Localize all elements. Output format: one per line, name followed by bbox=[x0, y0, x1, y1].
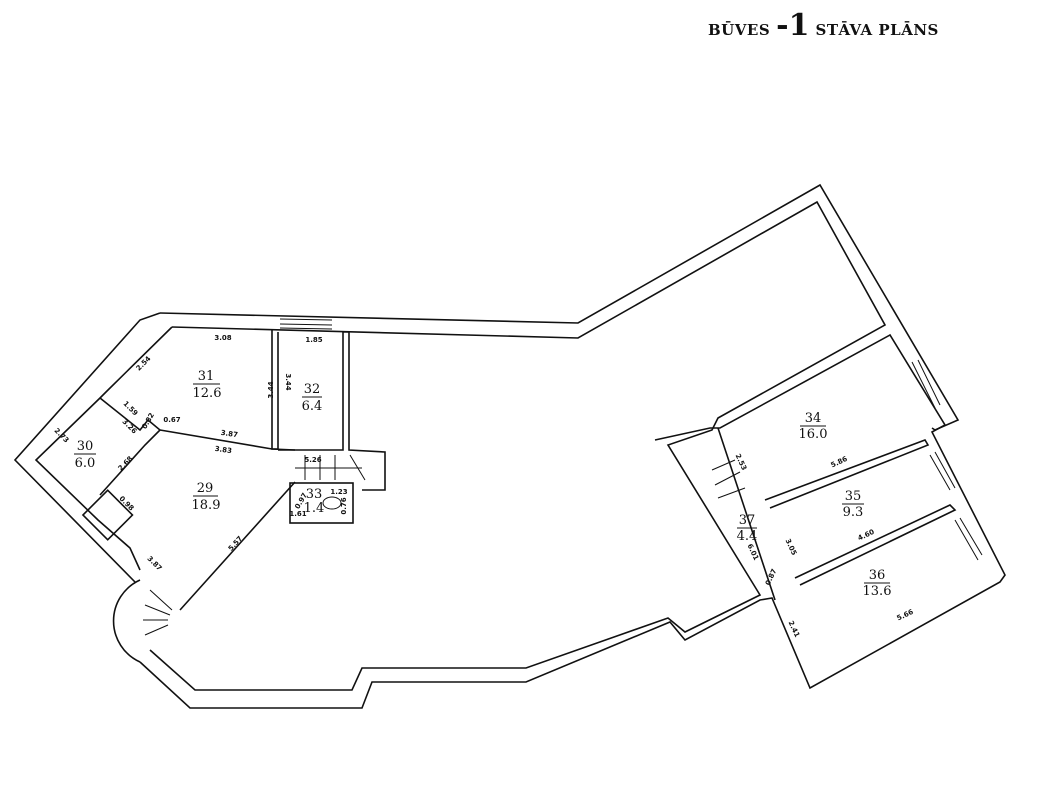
svg-text:6.0: 6.0 bbox=[75, 456, 96, 471]
dimension-label: 0.82 bbox=[140, 411, 156, 430]
dimension-label: 0.67 bbox=[163, 416, 180, 424]
dimension-label: 5.86 bbox=[830, 455, 849, 470]
wall-30-31 bbox=[99, 397, 162, 496]
stair-steps bbox=[143, 589, 173, 636]
title-floor: -1 bbox=[776, 8, 810, 43]
dimension-label: 3.44 bbox=[267, 381, 275, 398]
dimension-label: 1.23 bbox=[330, 488, 347, 496]
stairs-32 bbox=[295, 454, 366, 481]
outer-wall-bottom bbox=[139, 333, 1006, 709]
dimension-label: 0.87 bbox=[764, 568, 779, 587]
dimension-label: 3.83 bbox=[214, 445, 232, 455]
dimension-label: 5.57 bbox=[227, 534, 245, 552]
room-30: 306.0 bbox=[74, 439, 96, 471]
toilet-icon bbox=[322, 496, 342, 510]
svg-text:37: 37 bbox=[739, 513, 756, 528]
room-32: 326.4 bbox=[302, 382, 323, 414]
dimension-label: 2.68 bbox=[117, 455, 135, 473]
dimension-label: 3.08 bbox=[214, 334, 231, 342]
dimension-label: 3.87 bbox=[220, 429, 238, 439]
svg-text:12.6: 12.6 bbox=[193, 386, 222, 401]
title-prefix: BŪVES bbox=[708, 21, 771, 39]
room-37: 374.4 bbox=[737, 513, 758, 544]
dimension-label: 5.66 bbox=[896, 608, 915, 623]
svg-text:33: 33 bbox=[306, 487, 323, 502]
wall-33 bbox=[289, 482, 354, 524]
dimension-label: 4.60 bbox=[857, 528, 876, 543]
room-31: 31 12.6 bbox=[193, 369, 222, 401]
dimension-label: 3.05 bbox=[784, 538, 799, 557]
svg-text:16.0: 16.0 bbox=[799, 427, 828, 442]
wall-37 bbox=[717, 427, 776, 601]
svg-text:18.9: 18.9 bbox=[192, 498, 221, 513]
dimension-label: 1.59 bbox=[121, 400, 139, 418]
svg-text:31: 31 bbox=[198, 369, 215, 384]
svg-text:1.4: 1.4 bbox=[304, 501, 325, 516]
dimension-label: 3.44 bbox=[284, 373, 292, 390]
stairs-37 bbox=[711, 459, 746, 499]
inner-wall-main bbox=[149, 200, 887, 691]
wall-29-diag bbox=[179, 481, 296, 611]
left-inner-wall bbox=[34, 326, 173, 571]
dimension-label: 5.26 bbox=[304, 456, 321, 464]
windows-right bbox=[911, 359, 983, 561]
dimension-label: 2.53 bbox=[734, 453, 749, 472]
svg-text:30: 30 bbox=[77, 439, 94, 454]
svg-text:4.4: 4.4 bbox=[737, 529, 758, 544]
svg-text:35: 35 bbox=[845, 489, 862, 504]
dimension-label: 1.61 bbox=[289, 510, 306, 518]
dimension-label: 3.26 bbox=[120, 418, 138, 436]
svg-text:13.6: 13.6 bbox=[863, 584, 892, 599]
title-suffix: STĀVA PLĀNS bbox=[815, 21, 939, 39]
window bbox=[279, 318, 333, 330]
svg-text:34: 34 bbox=[805, 411, 822, 426]
outer-wall bbox=[159, 183, 960, 431]
svg-text:29: 29 bbox=[197, 481, 214, 496]
shaft bbox=[81, 489, 134, 541]
svg-text:32: 32 bbox=[304, 382, 321, 397]
room-33: 331.4 bbox=[304, 487, 325, 516]
wall-32 bbox=[278, 331, 386, 491]
plan-title: BŪVES -1 STĀVA PLĀNS bbox=[708, 8, 939, 43]
room-35: 359.3 bbox=[842, 489, 864, 520]
dimension-label: 0.76 bbox=[340, 497, 348, 514]
svg-text:6.4: 6.4 bbox=[302, 399, 323, 414]
svg-text:9.3: 9.3 bbox=[843, 505, 864, 520]
dimension-label: 2.54 bbox=[135, 355, 153, 373]
wall-35-36 bbox=[794, 504, 957, 586]
room-29: 29 18.9 bbox=[192, 481, 221, 513]
svg-text:36: 36 bbox=[869, 568, 886, 583]
wall-31-32 bbox=[271, 330, 279, 450]
spiral-stair bbox=[112, 579, 141, 663]
dimension-label: 3.87 bbox=[145, 555, 163, 573]
dimension-label: 6.01 bbox=[746, 543, 761, 562]
left-outer-wall bbox=[13, 312, 161, 583]
dimension-label: 1.85 bbox=[305, 336, 322, 344]
wall-34-35 bbox=[764, 439, 930, 509]
